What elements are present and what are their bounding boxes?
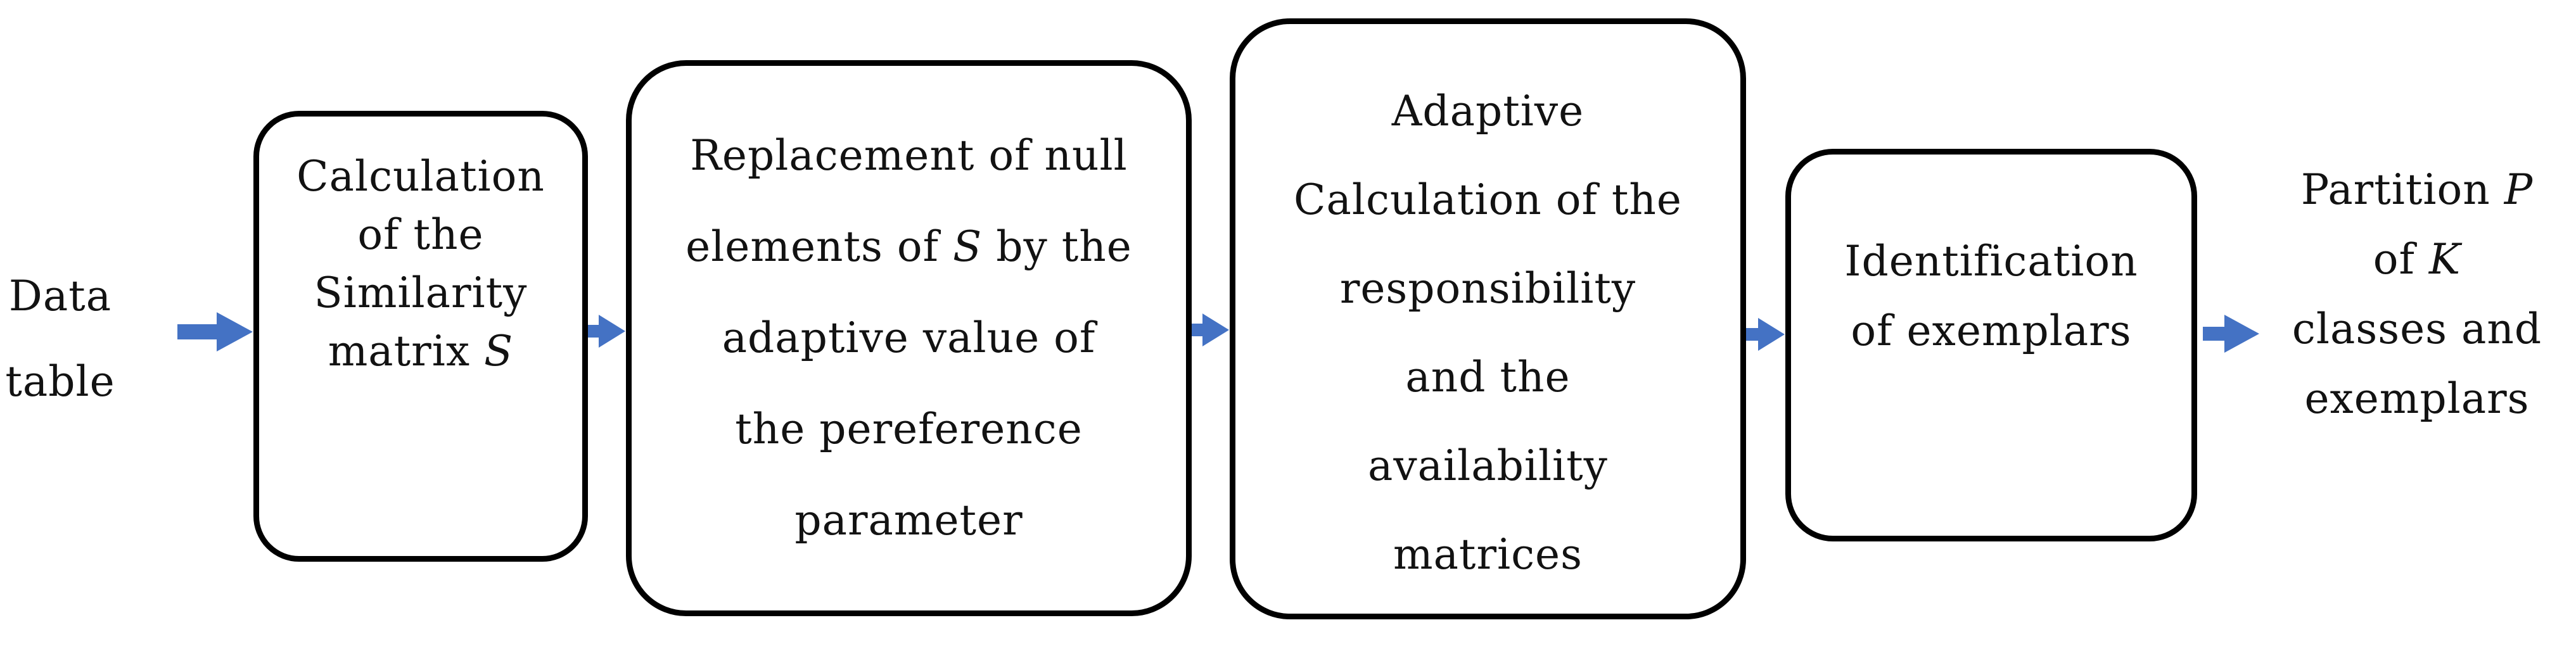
text-line: Replacement of null (690, 131, 1128, 180)
text-line: exemplars (2304, 374, 2530, 423)
text-line: of the (357, 210, 484, 259)
flow-arrow-4 (1746, 318, 1785, 351)
input-label-data-table: Data table (3, 253, 117, 424)
text-line: matrix S (328, 327, 514, 376)
text-line: Calculation of the (1294, 175, 1682, 224)
text-line: and the (1405, 353, 1571, 401)
text-line: classes and (2292, 305, 2542, 353)
text-line: the pereference (735, 405, 1083, 453)
process-box-null-replacement: Replacement of null elements of S by the a… (626, 60, 1192, 616)
text-line: availability (1368, 441, 1608, 490)
text-line: parameter (794, 496, 1023, 545)
process-box-exemplar-identification: Identification of exemplars (1785, 149, 2197, 541)
flow-arrow-3 (1192, 313, 1229, 346)
text-line: Similarity (314, 269, 528, 317)
text-line: responsibility (1339, 264, 1636, 313)
text-line: matrices (1393, 530, 1583, 579)
flow-arrow-1 (177, 312, 253, 351)
text-line: Partition P (2300, 165, 2534, 214)
flow-arrow-2 (588, 315, 625, 348)
text-line: table (5, 357, 115, 406)
text-line: Adaptive (1391, 87, 1584, 136)
text-line: adaptive value of (722, 313, 1096, 362)
output-label-partition: Partition P of K classes and exemplars (2268, 155, 2566, 434)
text-line: of K (2373, 235, 2461, 284)
text-line: Identification (1844, 237, 2138, 286)
text-line: elements of S by the (685, 222, 1132, 271)
text-line: Calculation (296, 152, 545, 201)
text-line: of exemplars (1851, 307, 2132, 355)
flow-arrow-5 (2203, 315, 2259, 353)
text-line: Data (8, 272, 112, 320)
